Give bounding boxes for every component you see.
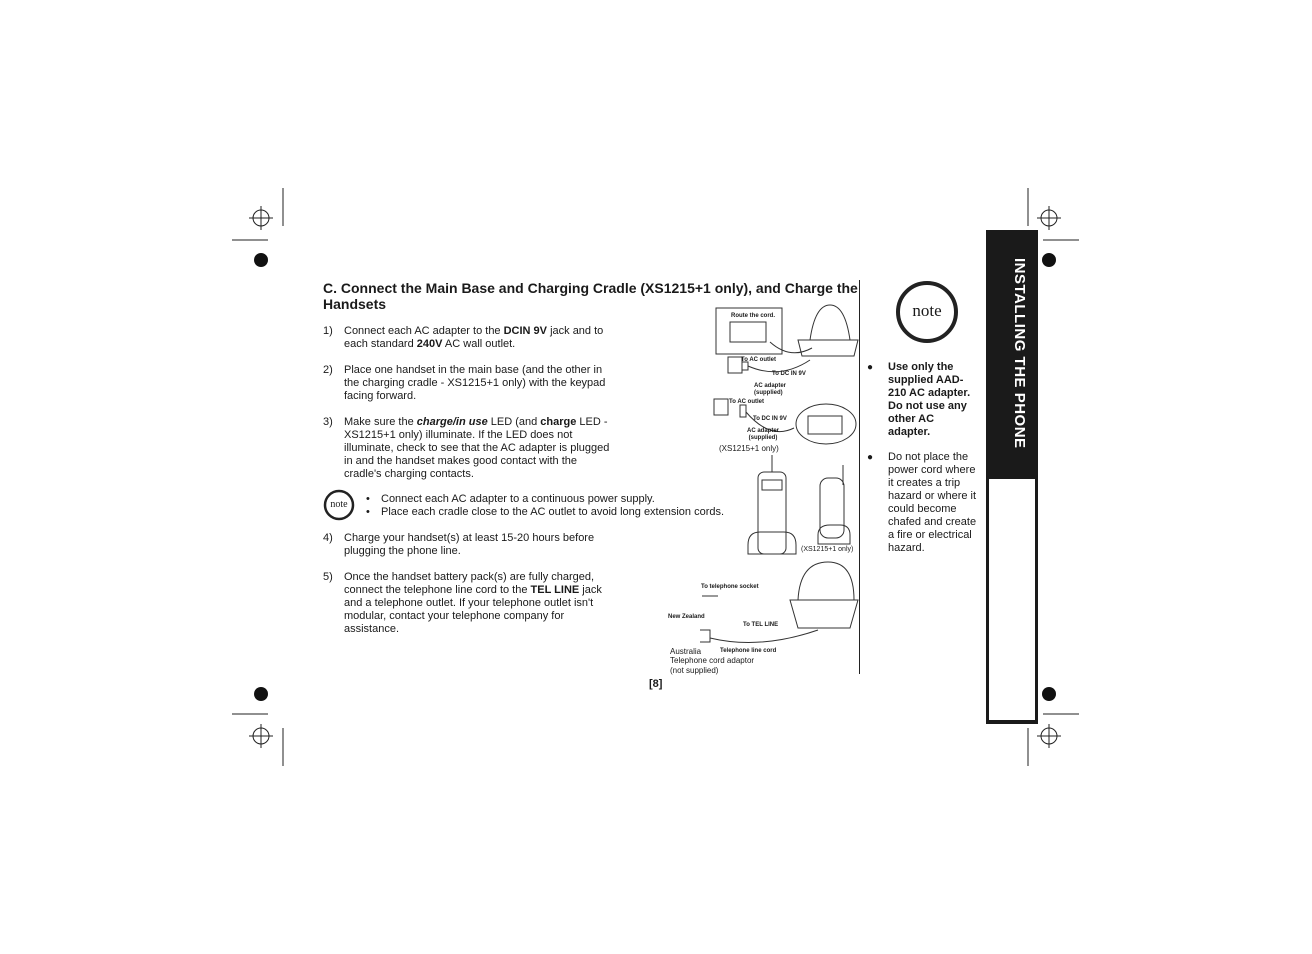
right-note-item: ●Use only the supplied AAD-210 AC adapte… [867,361,971,438]
figure-label: (XS1215+1 only) [719,444,779,453]
step-number: 2) [323,364,333,376]
chapter-tab-blank [989,479,1035,720]
note-bullet: •Place each cradle close to the AC outle… [366,506,725,518]
chapter-title: INSTALLING THE PHONE [1011,258,1028,449]
figure-label: (not supplied) [670,666,719,675]
note-bullet: •Connect each AC adapter to a continuous… [366,493,655,505]
figure-label: (XS1215+1 only) [801,546,854,553]
figure-label: Telephone cord adaptor [670,656,755,665]
figure-label: New Zealand [668,614,705,620]
right-note-item: ●Do not place the power cord where it cr… [867,451,977,554]
figure-label: AC adapter (supplied) [746,428,779,441]
step-3: 3) Make sure the charge/in use LED (and … [323,416,610,480]
figure-label: Australia [670,647,702,656]
step-number: 3) [323,416,333,428]
step-number: 4) [323,532,333,544]
step-5: 5) Once the handset battery pack(s) are … [323,571,602,635]
note-icon-label: note [912,301,942,320]
figure-label: Route the cord. [731,313,776,319]
figure-label: To DC IN 9V [753,416,787,422]
figure-label: To AC outlet [741,357,776,363]
figure-label: To TEL LINE [743,622,779,628]
figure-label: Telephone line cord [720,648,777,654]
note-icon [896,281,958,343]
section-heading: C. Connect the Main Base and Charging Cr… [323,280,858,312]
step-number: 1) [323,325,333,337]
figure-label: AC adapter (supplied) [754,383,787,396]
step-4: 4) Charge your handset(s) at least 15-20… [323,532,595,557]
step-1: 1) Connect each AC adapter to the DCIN 9… [323,325,604,350]
note-icon-label: note [330,499,348,510]
step-number: 5) [323,571,333,583]
step-2: 2) Place one handset in the main base (a… [323,364,606,402]
note-icon [323,489,355,521]
page-number: [8] [649,678,663,690]
connection-illustration [700,304,859,643]
chapter-tab: INSTALLING THE PHONE [986,230,1038,724]
figure-label: To telephone socket [701,584,759,590]
figure-label: To DC IN 9V [772,371,806,377]
figure-label: To AC outlet [729,399,764,405]
column-divider [859,280,860,674]
